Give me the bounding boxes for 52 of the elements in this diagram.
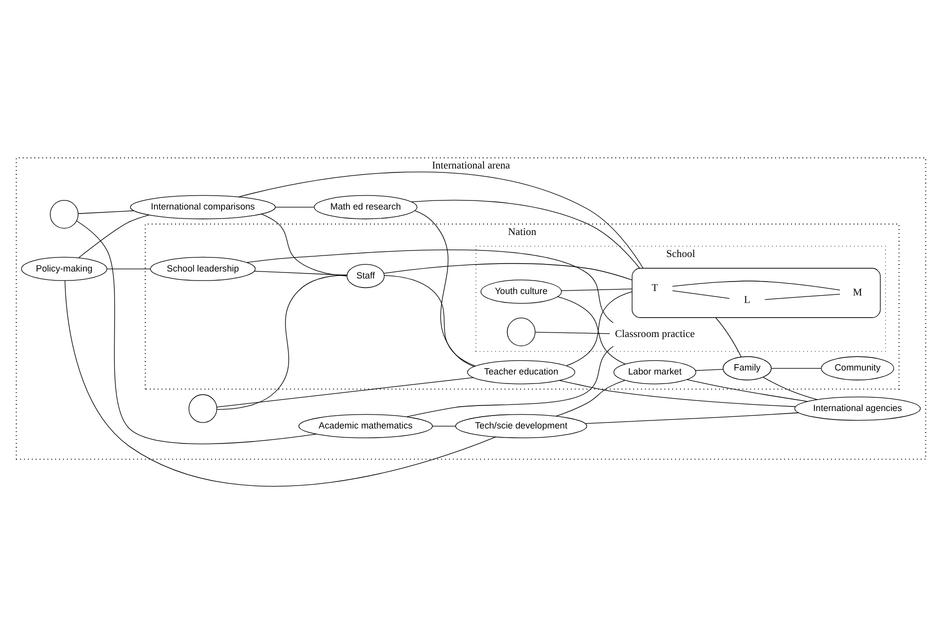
- node-text: M: [852, 287, 862, 298]
- connector: [762, 376, 818, 400]
- connector: [558, 380, 796, 407]
- connector: [246, 250, 614, 324]
- connector: [672, 280, 840, 290]
- connector: [216, 274, 348, 410]
- connector: [384, 275, 476, 366]
- node-ellipse: Community: [820, 356, 894, 380]
- connector: [556, 380, 626, 417]
- node-ellipse: Staff: [346, 264, 385, 288]
- connector: [64, 280, 496, 486]
- connector: [414, 210, 474, 367]
- connector: [261, 214, 348, 276]
- connector: [275, 206, 314, 208]
- connector: [715, 317, 742, 358]
- node-ellipse: School leadership: [150, 256, 256, 281]
- connector: [584, 412, 799, 424]
- connector: [672, 290, 730, 299]
- node-ellipse: Academic mathematics: [298, 414, 433, 438]
- connector: [76, 220, 317, 444]
- connector: [411, 200, 640, 269]
- connector: [383, 263, 632, 280]
- node-ellipse: Family: [722, 356, 772, 380]
- connector: [686, 379, 808, 402]
- node-circle: [50, 200, 78, 229]
- node-ellipse: Tech/scie development: [455, 414, 588, 438]
- node-circle: [188, 394, 218, 423]
- connector: [557, 296, 626, 364]
- node-ellipse: Youth culture: [480, 280, 562, 304]
- node-text: L: [744, 295, 750, 306]
- connector: [216, 377, 474, 408]
- connector: [764, 294, 840, 300]
- connector: [78, 214, 150, 258]
- node-ellipse: Math ed research: [314, 195, 418, 220]
- connector: [771, 368, 822, 369]
- connector: [406, 346, 614, 418]
- node-ellipse: Labor market: [614, 360, 696, 384]
- node-text: T: [652, 282, 658, 294]
- node-ellipse: Policy-making: [21, 256, 108, 281]
- connector: [560, 288, 632, 291]
- connector: [695, 369, 724, 371]
- connector: [566, 291, 632, 366]
- cluster: [632, 268, 881, 318]
- connector: [238, 172, 644, 269]
- node-circle: [506, 318, 536, 346]
- node-ellipse: International comparisons: [130, 195, 276, 220]
- connector: [106, 268, 151, 270]
- node-text: Classroom practice: [614, 329, 695, 340]
- connector: [534, 332, 610, 334]
- connector: [78, 210, 134, 214]
- node-ellipse: International agencies: [794, 396, 921, 421]
- node-ellipse: Teacher education: [467, 360, 576, 384]
